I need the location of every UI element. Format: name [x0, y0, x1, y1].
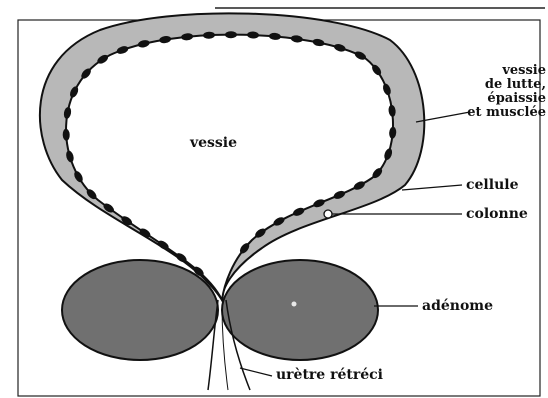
leader-cell	[402, 185, 462, 190]
label-wall-line-1: vessie	[440, 64, 546, 78]
bladder-cavity	[66, 35, 393, 300]
label-wall-line-3: épaissie	[440, 92, 546, 106]
muscle-column	[225, 31, 237, 38]
label-wall-line-4: et musclée	[440, 106, 546, 120]
label-bladder-center: vessie	[190, 136, 237, 150]
label-adenoma: adénome	[422, 299, 493, 313]
adenoma-right-lobe	[222, 260, 378, 360]
label-cell: cellule	[466, 178, 518, 192]
adenoma-dot	[292, 302, 297, 307]
label-column: colonne	[466, 207, 528, 221]
label-wall-line-2: de lutte,	[440, 78, 546, 92]
adenoma-left-lobe	[62, 260, 218, 360]
label-urethra: urètre rétréci	[276, 368, 383, 382]
cell-marker	[324, 210, 332, 218]
label-bladder-wall: vessie de lutte, épaissie et musclée	[440, 64, 546, 120]
